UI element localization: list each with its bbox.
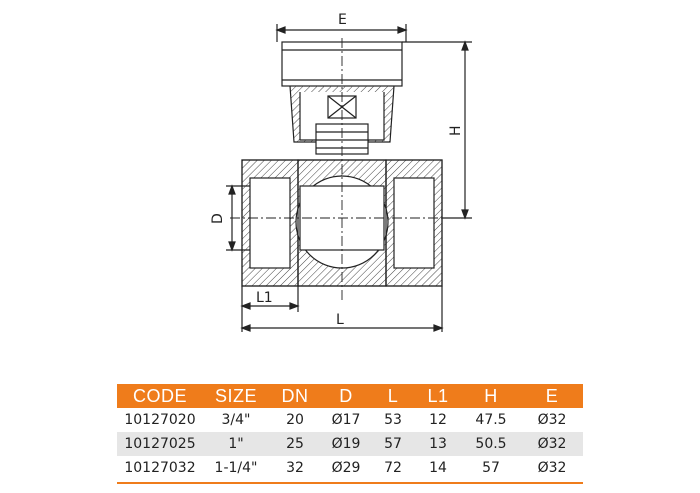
header-code: CODE [132,385,187,406]
centerlines [230,38,456,300]
cell-e: Ø32 [537,412,567,428]
e-label: E [338,12,347,28]
table-row: 10127025 1" 25 Ø19 57 13 50.5 Ø32 [117,432,583,456]
cell-h: 47.5 [475,412,507,428]
cell-l1: 14 [429,460,447,476]
cell-size: 1" [228,436,244,452]
cell-l: 57 [384,436,402,452]
h-label: H [448,125,464,136]
cell-dn: 20 [286,412,304,428]
cell-l: 53 [384,412,402,428]
header-size: SIZE [214,385,257,406]
header-h: H [484,385,498,406]
table-row: 10127020 3/4" 20 Ø17 53 12 47.5 Ø32 [117,408,583,432]
cell-l: 72 [384,460,402,476]
valve-technical-drawing: E H D L1 L [210,12,472,332]
cell-size: 1-1/4" [214,460,258,476]
header-dn: DN [281,385,309,406]
cell-e: Ø32 [537,436,567,452]
d-dimension [226,184,250,252]
header-l1: L1 [427,385,449,406]
cell-size: 3/4" [221,412,251,428]
l-label: L [336,312,344,328]
cell-h: 50.5 [475,436,507,452]
cell-l1: 12 [429,412,447,428]
cell-e: Ø32 [537,460,567,476]
cell-code: 10127025 [124,436,196,452]
l-dimension [240,286,444,332]
header-d: D [339,385,353,406]
cell-d: Ø19 [331,436,361,452]
cell-code: 10127032 [124,460,196,476]
spec-table-header: CODE SIZE DN D L L1 H E [117,384,583,408]
l1-label: L1 [256,290,273,306]
d-label: D [210,213,226,224]
cell-dn: 25 [286,436,304,452]
e-dimension [275,24,408,42]
cell-code: 10127020 [124,412,196,428]
cell-d: Ø17 [331,412,361,428]
cell-dn: 32 [286,460,304,476]
table-row: 10127032 1-1/4" 32 Ø29 72 14 57 Ø32 [117,456,583,480]
header-l: L [387,385,399,406]
l1-dimension [240,286,300,332]
cell-l1: 13 [429,436,447,452]
table-bottom-rule [117,482,583,484]
cell-d: Ø29 [331,460,361,476]
spec-table: CODE SIZE DN D L L1 H E 10127020 3/4" 20… [117,384,583,484]
header-e: E [545,385,559,406]
cell-h: 57 [482,460,500,476]
